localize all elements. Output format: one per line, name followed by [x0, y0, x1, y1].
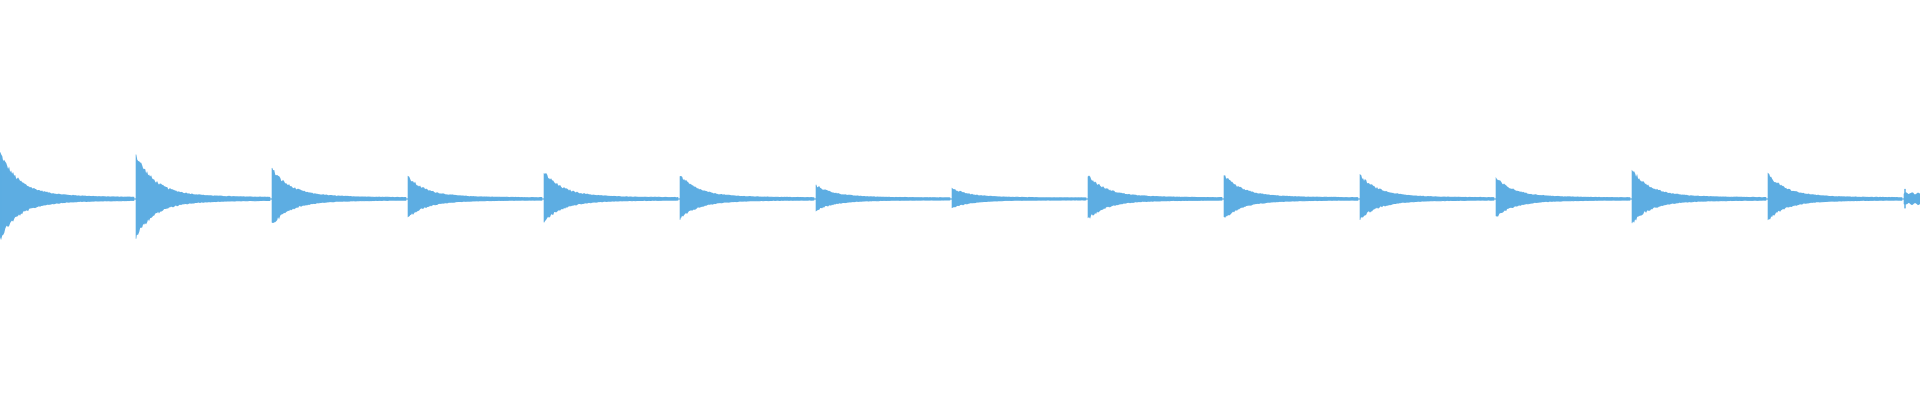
- waveform-onset-4: [407, 175, 543, 218]
- waveform-onset-8: [951, 187, 1087, 209]
- waveform-onset-5: [543, 172, 679, 223]
- waveform-onset-12: [1495, 176, 1631, 217]
- waveform-onset-7: [815, 184, 951, 212]
- waveform-onset-1: [0, 152, 135, 241]
- waveform-onset-13: [1631, 169, 1767, 224]
- waveform-onset-3: [271, 167, 407, 223]
- waveform-onset-15: [1903, 192, 1920, 206]
- waveform-onset-2: [135, 154, 271, 239]
- waveform-onset-6: [679, 175, 815, 220]
- waveform-onset-10: [1223, 175, 1359, 217]
- waveform-onset-14: [1767, 172, 1903, 221]
- onset-group: [0, 152, 1920, 241]
- waveform-onset-9: [1087, 175, 1223, 219]
- waveform-onset-11: [1359, 173, 1495, 220]
